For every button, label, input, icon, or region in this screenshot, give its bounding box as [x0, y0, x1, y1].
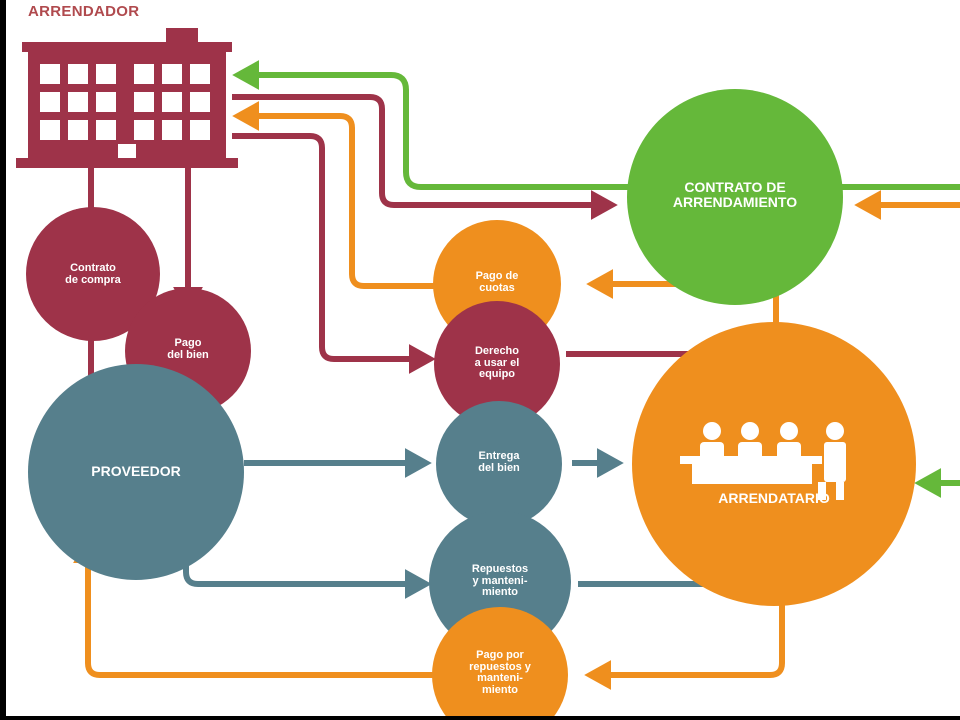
arrow-contrato-to-arrendador	[232, 60, 960, 190]
repuestos-label: Repuestos y manteni- miento	[471, 563, 529, 599]
pago-cuotas-label: Pago de cuotas	[475, 270, 519, 294]
arrow-cuotas-to-arrendador	[232, 101, 436, 289]
diagram-canvas: ARRENDADOR CONTRATO DE ARRENDAMIENTO Con…	[6, 0, 960, 716]
contrato-compra-label: Contrato de compra	[65, 262, 121, 286]
arrow-arrendador-to-contrato	[232, 94, 618, 220]
arrow-proveedor-to-repuestos	[183, 526, 432, 599]
contrato-compra-node	[26, 207, 160, 341]
proveedor-label: PROVEEDOR	[91, 463, 181, 479]
pago-bien-label: Pago del bien	[167, 337, 209, 361]
derecho-usar-node	[434, 301, 560, 427]
entrega-bien-label: Entrega del bien	[478, 450, 520, 474]
flow-diagram	[16, 28, 960, 716]
people-at-desk-icon	[680, 422, 846, 500]
arrow-arrendador-to-derecho	[232, 133, 436, 374]
pago-repuestos-label: Pago por repuestos y manteni- miento	[469, 649, 531, 696]
pago-repuestos-node	[432, 607, 568, 716]
arrendador-title: ARRENDADOR	[28, 3, 140, 20]
arrendatario-label: ARRENDATARIO	[718, 490, 830, 506]
arrow-pagorep-to-proveedor	[73, 536, 438, 678]
contrato-arrendamiento-node	[627, 89, 843, 305]
derecho-usar-label: Derecho a usar el equipo	[474, 345, 520, 381]
office-building-icon	[16, 28, 238, 168]
entrega-bien-node	[436, 401, 562, 527]
arrow-arrendatario-to-pagorep	[584, 540, 785, 690]
contrato-arrendamiento-label: CONTRATO DE ARRENDAMIENTO	[672, 179, 798, 210]
proveedor-node	[28, 364, 244, 580]
